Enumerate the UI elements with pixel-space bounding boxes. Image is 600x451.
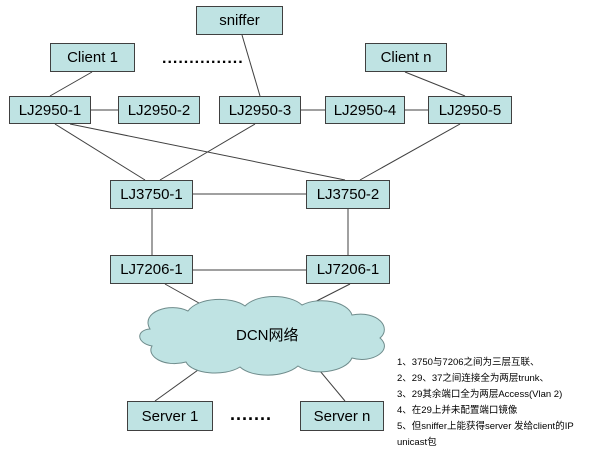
lj7206-1-left-node: LJ7206-1 <box>110 255 193 284</box>
note-line-4: 4、在29上并未配置端口镜像 <box>397 405 518 416</box>
lj2950-2-node: LJ2950-2 <box>118 96 200 124</box>
link-cloud-server1 <box>154 364 206 402</box>
link-clientn-lj2950-5 <box>404 71 466 97</box>
lj2950-1-node: LJ2950-1 <box>9 96 91 124</box>
dcn-cloud-label: DCN网络 <box>236 327 299 344</box>
note-line-5: 5、但sniffer上能获得server 发给client的IP <box>397 421 574 432</box>
dcn-cloud-shape <box>139 296 385 376</box>
client-1-node: Client 1 <box>50 43 135 72</box>
note-line-2: 2、29、37之间连接全为两层trunk、 <box>397 373 550 384</box>
link-lj2950-5-lj3750-2 <box>359 123 461 181</box>
lj2950-5-node: LJ2950-5 <box>428 96 512 124</box>
link-lj2950-1-lj3750-1 <box>54 123 146 181</box>
clients-ellipsis: ............... <box>162 50 244 67</box>
topology-diagram <box>49 34 466 402</box>
lj3750-1-node: LJ3750-1 <box>110 180 193 209</box>
link-lj2950-3-lj3750-1 <box>159 123 256 181</box>
lj2950-3-node: LJ2950-3 <box>219 96 301 124</box>
sniffer-node: sniffer <box>196 6 283 35</box>
connection-lines <box>49 34 466 402</box>
lj7206-1-right-node: LJ7206-1 <box>306 255 390 284</box>
note-line-1: 1、3750与7206之间为三层互联、 <box>397 357 540 368</box>
note-line-3: 3、29其余端口全为两层Access(Vlan 2) <box>397 389 563 400</box>
notes-block: 1、3750与7206之间为三层互联、 2、29、37之间连接全为两层trunk… <box>397 355 597 451</box>
link-client1-lj2950-1 <box>49 71 93 97</box>
lj2950-4-node: LJ2950-4 <box>325 96 405 124</box>
lj3750-2-node: LJ3750-2 <box>306 180 390 209</box>
servers-ellipsis: ....... <box>230 404 273 424</box>
client-n-node: Client n <box>365 43 447 72</box>
link-sniffer-lj2950-3 <box>241 34 261 97</box>
server-1-node: Server 1 <box>127 401 213 431</box>
note-line-6: unicast包 <box>397 437 437 448</box>
server-n-node: Server n <box>300 401 384 431</box>
